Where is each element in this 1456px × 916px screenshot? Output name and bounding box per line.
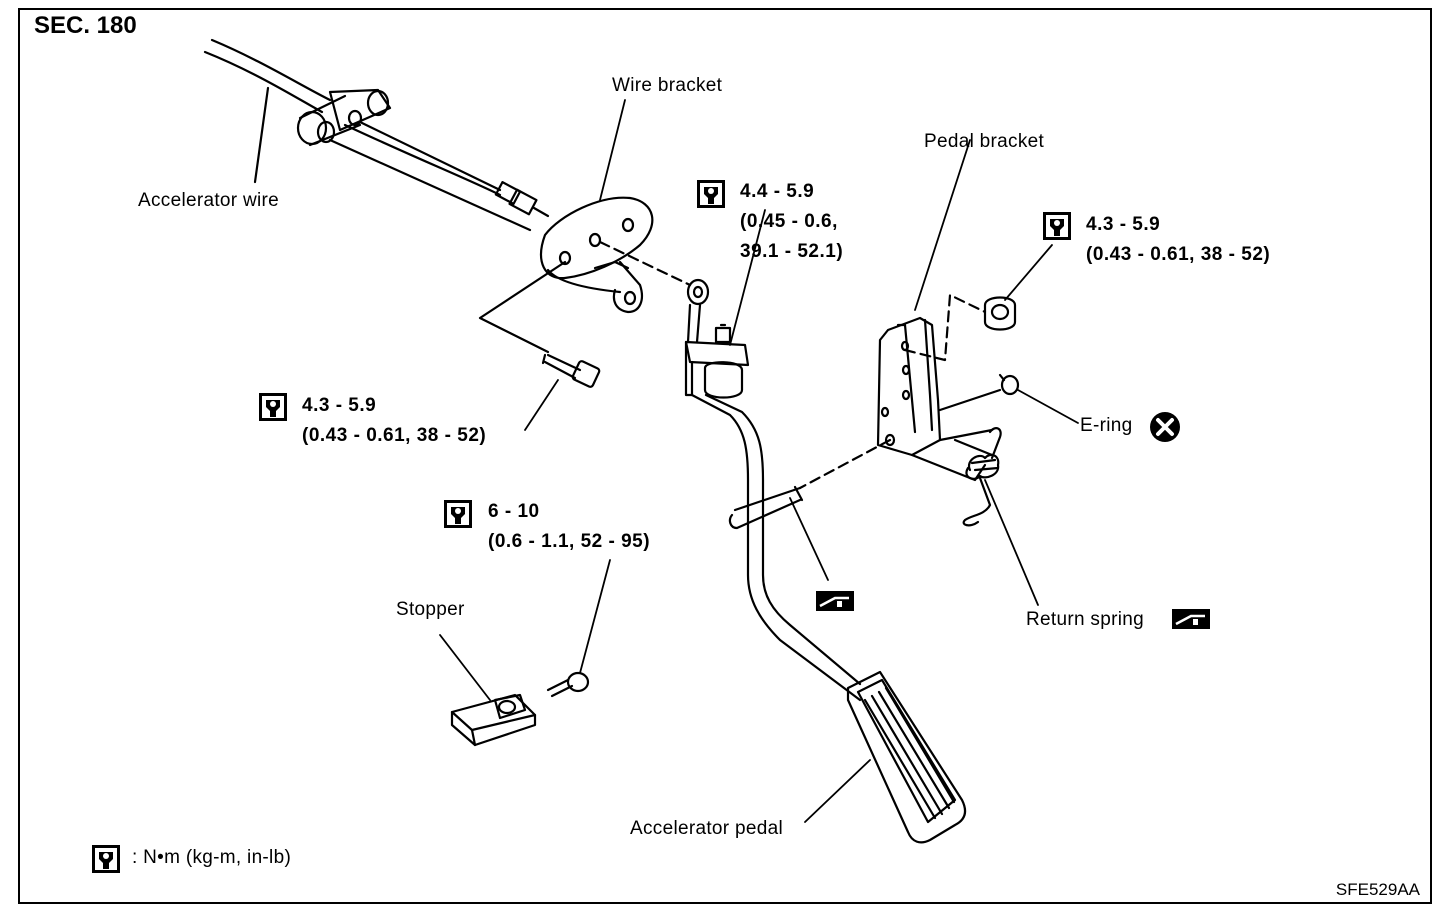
nut-part [983, 244, 1053, 331]
wire-bracket-label: Wire bracket [612, 75, 723, 96]
accelerator-pedal-label: Accelerator pedal [630, 818, 783, 839]
section-number: SEC. 180 [34, 12, 137, 39]
diagram-frame [18, 8, 1432, 904]
torque-value: 4.3 - 5.9 [1086, 214, 1161, 235]
wire-bracket-part [478, 99, 692, 354]
e-ring-part [998, 373, 1079, 424]
torque-wrench-icon [92, 845, 120, 873]
grease-icon [1172, 609, 1210, 629]
torque-value: 4.3 - 5.9 [302, 395, 377, 416]
bolt-part [524, 353, 601, 431]
accelerator-wire-label: Accelerator wire [138, 190, 280, 211]
stopper-part [439, 559, 611, 747]
torque-conversion: (0.43 - 0.61, 38 - 52) [1086, 244, 1271, 265]
torque-wrench-icon [1043, 212, 1071, 240]
grease-icon [816, 591, 854, 611]
torque-wrench-icon [697, 180, 725, 208]
e-ring-label: E-ring [1080, 415, 1133, 436]
torque-conversion-cont: 39.1 - 52.1) [740, 241, 844, 262]
torque-spec-stopper-bolt: 6 - 10 (0.6 - 1.1, 52 - 95) [488, 497, 650, 557]
return-spring-label: Return spring [1026, 609, 1144, 630]
torque-spec-wire-bracket-bolt: 4.3 - 5.9 (0.43 - 0.61, 38 - 52) [302, 391, 486, 451]
replace-x-icon [1150, 412, 1180, 442]
torque-wrench-icon [259, 393, 287, 421]
pedal-bracket-part [798, 139, 1002, 490]
torque-value: 4.4 - 5.9 [740, 181, 815, 202]
accelerator-wire-part [203, 38, 550, 232]
torque-conversion: (0.6 - 1.1, 52 - 95) [488, 531, 651, 552]
torque-conversion: (0.43 - 0.61, 38 - 52) [302, 425, 487, 446]
torque-conversion: (0.45 - 0.6, [740, 211, 838, 232]
return-spring-part [962, 427, 1039, 606]
torque-value: 6 - 10 [488, 501, 540, 522]
accelerator-pedal-part [804, 670, 967, 844]
stopper-label: Stopper [396, 599, 465, 620]
figure-code: SFE529AA [1335, 880, 1420, 899]
torque-spec-pedal-rod-nut: 4.4 - 5.9 (0.45 - 0.6, 39.1 - 52.1) [740, 177, 843, 267]
torque-unit-legend: : N•m (kg-m, in-lb) [132, 847, 292, 868]
pedal-bracket-label: Pedal bracket [924, 131, 1045, 152]
torque-spec-pedal-bracket-nut: 4.3 - 5.9 (0.43 - 0.61, 38 - 52) [1086, 210, 1270, 270]
pedal-lever-part [684, 209, 862, 702]
torque-wrench-icon [444, 500, 472, 528]
